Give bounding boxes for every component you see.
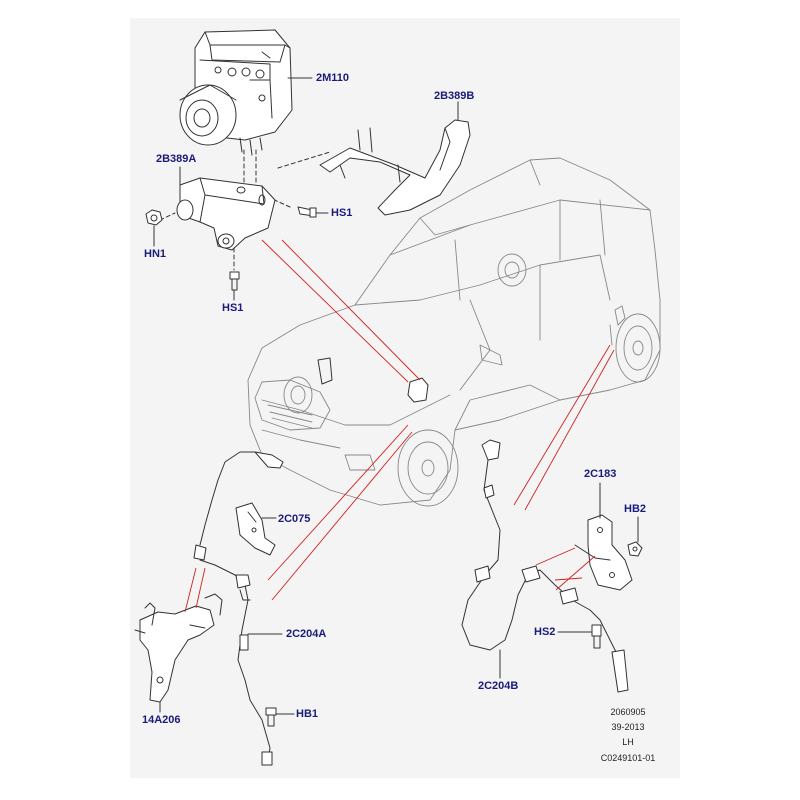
label-2c204a: 2C204A [286, 628, 327, 640]
leader-lines [153, 77, 639, 715]
label-hb2: HB2 [624, 503, 647, 515]
bracket-2b389a [176, 177, 276, 251]
label-2b389b: 2B389B [434, 90, 475, 102]
label-hs1-bottom: HS1 [222, 302, 244, 314]
wheels [283, 253, 661, 507]
rear-sensor-harness [461, 439, 629, 693]
label-2b389a: 2B389A [156, 153, 197, 165]
ref-line-4: C0249101-01 [600, 753, 656, 763]
module-location-marker [317, 357, 429, 403]
bracket-2c183 [574, 514, 633, 591]
hb1-bolt [265, 707, 277, 727]
bracket-2b389b [319, 119, 471, 216]
label-hs1-right: HS1 [331, 207, 353, 219]
label-hb1: HB1 [296, 708, 319, 720]
hn1-nut [145, 209, 163, 226]
abs-module [179, 29, 293, 156]
label-2m110: 2M110 [316, 72, 350, 84]
label-2c075: 2C075 [278, 513, 311, 525]
hs1-bolt-right [297, 206, 317, 218]
hs1-bolt-bottom [229, 271, 240, 291]
label-2c183: 2C183 [584, 468, 617, 480]
bracket-2c075 [235, 502, 276, 556]
ref-line-2: 39-2013 [611, 722, 645, 732]
label-2c204b: 2C204B [478, 680, 519, 692]
ref-line-1: 2060905 [610, 707, 646, 717]
diagram-panel [130, 18, 680, 778]
alignment-lines [159, 149, 331, 271]
callout-lines [184, 239, 615, 613]
bracket-14a206 [134, 593, 223, 703]
label-hn1: HN1 [144, 248, 167, 260]
front-sensor-harness [193, 451, 284, 766]
label-14a206: 14A206 [142, 714, 181, 726]
rear-sensor-location [609, 305, 626, 346]
hs2-bolt [591, 624, 602, 649]
hb2-bolt [627, 541, 643, 557]
label-hs2: HS2 [534, 626, 556, 638]
ref-line-3: LH [622, 737, 634, 747]
